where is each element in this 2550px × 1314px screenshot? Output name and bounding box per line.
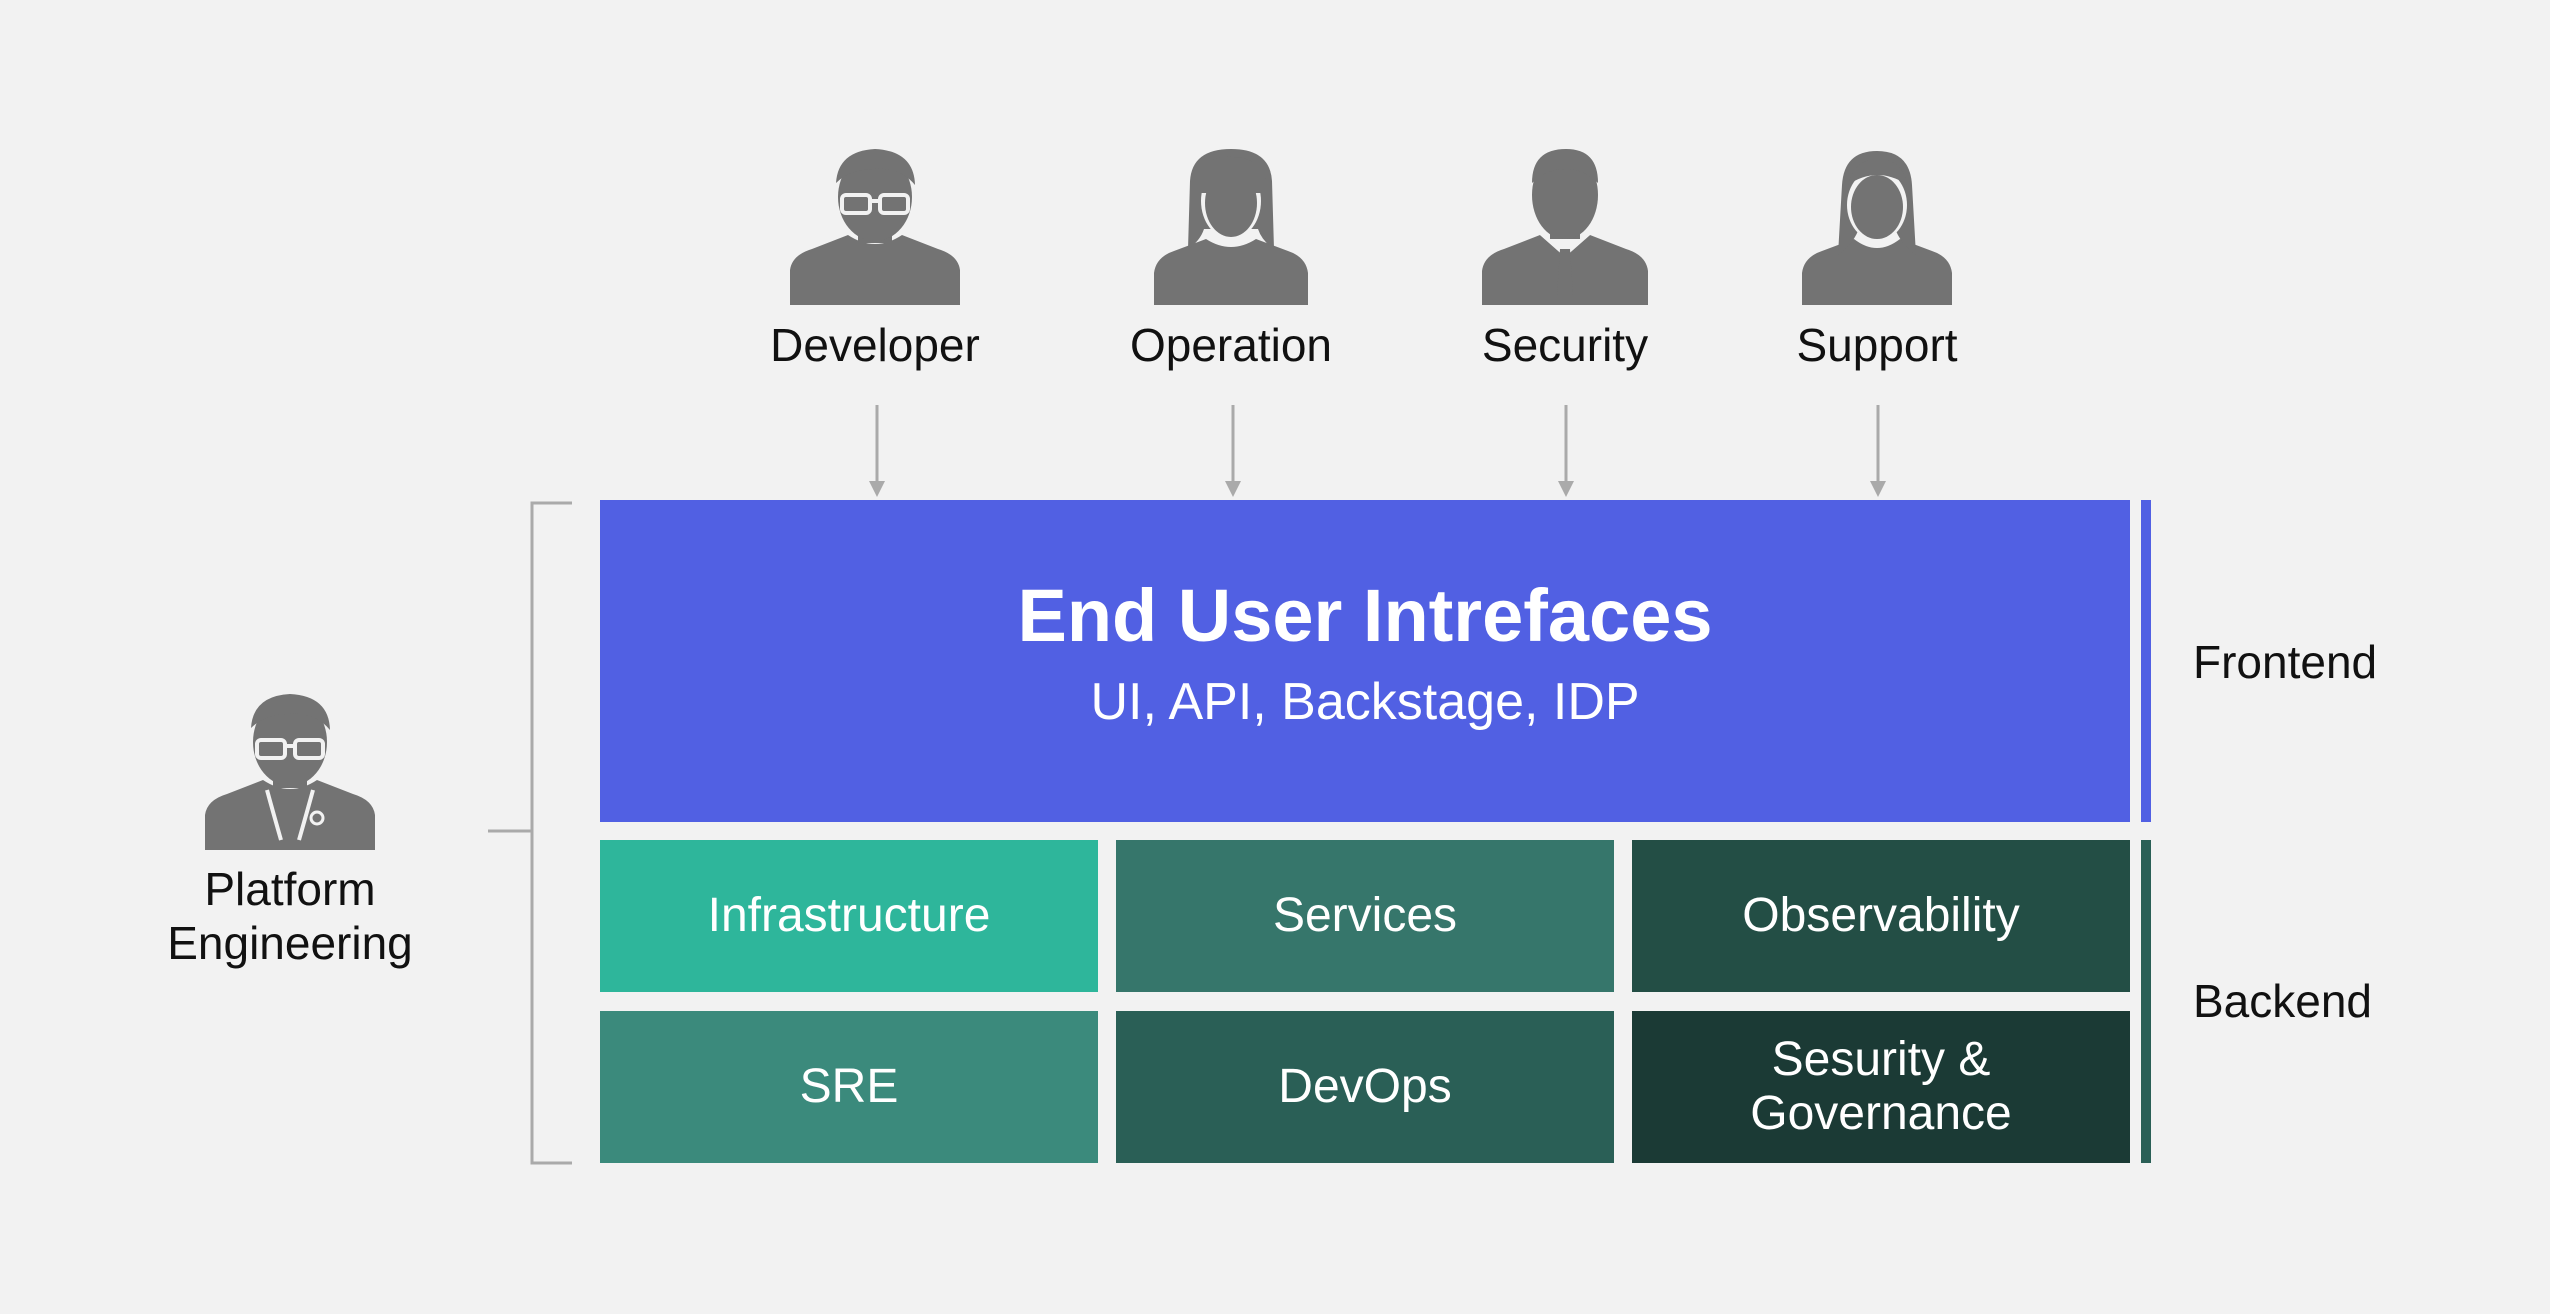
tile-services: Services — [1116, 840, 1614, 992]
user-security: Security — [1435, 145, 1695, 385]
user-security-label: Security — [1481, 319, 1649, 371]
backend-label: Backend — [2193, 975, 2373, 1027]
user-developer: Developer — [745, 145, 1005, 385]
tile-sre: SRE — [600, 1011, 1098, 1163]
arrow-developer — [869, 405, 885, 497]
end-user-interfaces-title: End User Intrefaces — [1017, 574, 1713, 657]
arrow-operation — [1225, 405, 1241, 497]
end-user-interfaces-block: End User Intrefaces UI, API, Backstage, … — [600, 500, 2130, 822]
support-icon — [1802, 151, 1952, 305]
tile-devops: DevOps — [1116, 1011, 1614, 1163]
tile-observability: Observability — [1632, 840, 2130, 992]
developer-icon — [790, 149, 960, 305]
backend-bar — [2141, 840, 2151, 1163]
tile-infrastructure: Infrastructure — [600, 840, 1098, 992]
frontend-label: Frontend — [2193, 636, 2378, 688]
user-operation-label: Operation — [1129, 319, 1332, 371]
user-support-label: Support — [1796, 319, 1958, 371]
user-support: Support — [1747, 145, 2007, 385]
security-icon — [1482, 149, 1648, 305]
operation-icon — [1154, 149, 1308, 305]
frontend-bar — [2141, 500, 2151, 822]
platform-engineering-label: Platform Engineering — [167, 863, 413, 969]
tile-security-governance: Sesurity & Governance — [1632, 1011, 2130, 1163]
platform-engineer-icon — [205, 694, 375, 850]
end-user-interfaces-subtitle: UI, API, Backstage, IDP — [1090, 673, 1640, 731]
arrow-support — [1870, 405, 1886, 497]
arrow-security — [1558, 405, 1574, 497]
user-operation: Operation — [1101, 145, 1361, 385]
user-developer-label: Developer — [770, 319, 980, 371]
platform-bracket — [488, 501, 572, 1165]
platform-engineering: Platform Engineering — [150, 690, 430, 980]
